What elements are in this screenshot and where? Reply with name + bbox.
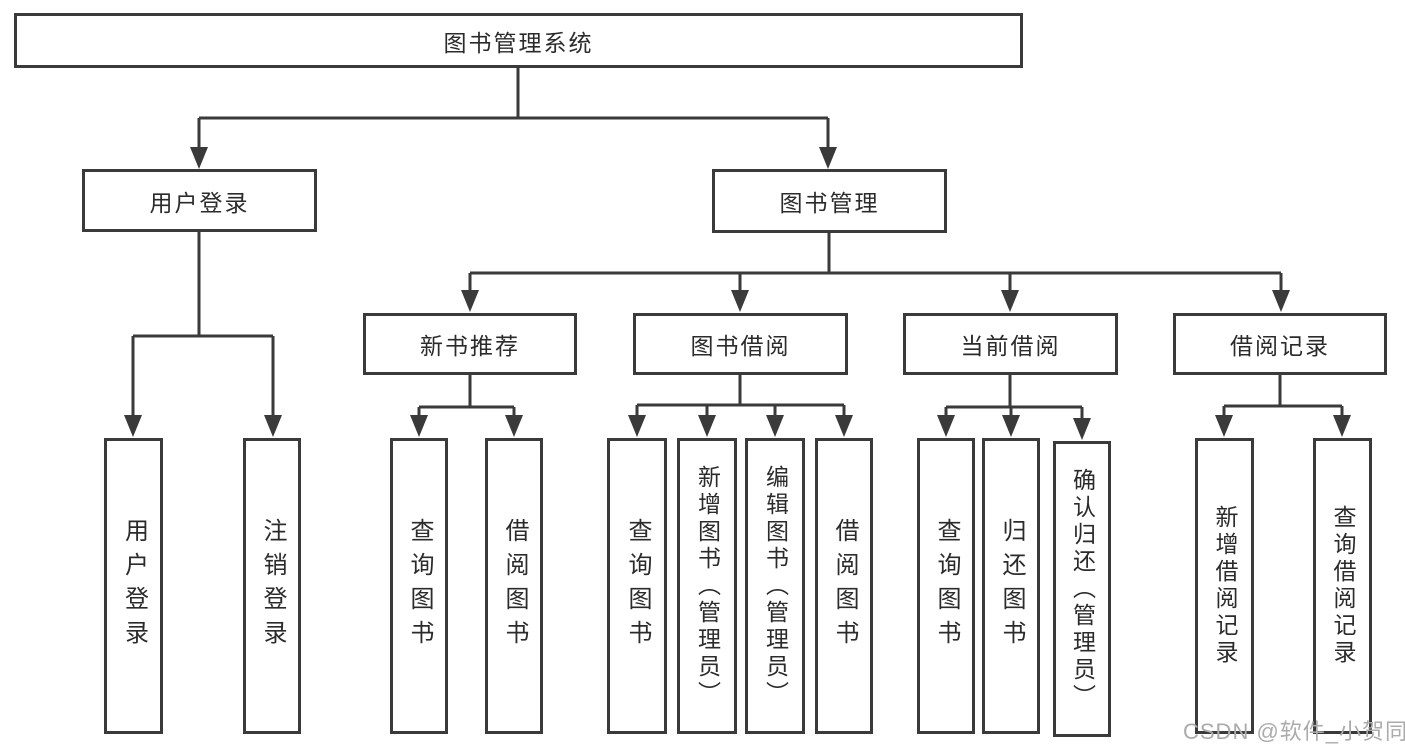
arrow-down-icon xyxy=(1001,290,1019,312)
node-label: 注销登录 xyxy=(259,518,286,654)
node-label: 新增借阅记录 xyxy=(1212,505,1238,667)
arrow-down-icon xyxy=(819,147,837,169)
arrow-down-icon xyxy=(461,290,479,312)
arrow-down-icon xyxy=(264,415,282,437)
connector-userlogin-to-leaves xyxy=(124,232,282,437)
node-label: 借阅记录 xyxy=(1230,333,1330,359)
arrow-down-icon xyxy=(410,415,428,437)
arrow-down-icon xyxy=(698,415,716,437)
connector-newbook-to-leaves xyxy=(410,375,523,437)
leaf-query-books-current: 查询图书 xyxy=(917,438,975,734)
node-label: 图书管理 xyxy=(779,190,880,216)
leaf-return-books: 归还图书 xyxy=(982,438,1040,734)
node-label: 当前借阅 xyxy=(960,333,1061,359)
node-label: 图书管理系统 xyxy=(443,29,594,56)
node-label: 新书推荐 xyxy=(420,333,520,359)
connector-borrowing-to-leaves xyxy=(628,375,853,437)
arrow-down-icon xyxy=(937,415,955,437)
node-label: 确认归还（管理员） xyxy=(1069,467,1096,711)
leaf-borrow-books-recommend: 借阅图书 xyxy=(485,438,543,734)
arrow-down-icon xyxy=(1215,415,1233,437)
node-current-borrowing: 当前借阅 xyxy=(903,313,1118,375)
node-label: 用户登录 xyxy=(149,189,250,216)
node-label: 图书借阅 xyxy=(690,333,791,359)
arrow-down-icon xyxy=(1333,415,1351,437)
node-label: 查询图书 xyxy=(624,518,651,654)
connector-records-to-leaves xyxy=(1215,375,1351,437)
leaf-query-books-recommend: 查询图书 xyxy=(390,438,448,734)
node-label: 查询借阅记录 xyxy=(1330,505,1356,667)
arrow-down-icon xyxy=(731,290,749,312)
leaf-add-borrow-record: 新增借阅记录 xyxy=(1195,438,1254,734)
arrow-down-icon xyxy=(1272,290,1290,312)
arrow-down-icon xyxy=(190,147,208,169)
node-new-book-recommend: 新书推荐 xyxy=(363,313,577,375)
node-borrow-records: 借阅记录 xyxy=(1173,313,1387,375)
arrow-down-icon xyxy=(505,415,523,437)
arrow-down-icon xyxy=(1002,415,1020,437)
connector-current-to-leaves xyxy=(937,375,1091,440)
node-library-system: 图书管理系统 xyxy=(14,13,1023,68)
leaf-logout: 注销登录 xyxy=(243,438,301,734)
csdn-watermark: CSDN @软件_小贺同学 xyxy=(1183,719,1405,744)
arrow-down-icon xyxy=(766,415,784,437)
node-label: 编辑图书（管理员） xyxy=(762,464,789,708)
leaf-user-login: 用户登录 xyxy=(104,438,163,734)
leaf-query-borrow-record: 查询借阅记录 xyxy=(1313,438,1372,734)
node-label: 查询图书 xyxy=(406,518,433,654)
node-label: 归还图书 xyxy=(998,518,1025,654)
node-user-login: 用户登录 xyxy=(82,169,317,232)
leaf-add-book-admin: 新增图书（管理员） xyxy=(677,438,737,734)
node-label: 借阅图书 xyxy=(501,518,528,654)
node-book-borrowing: 图书借阅 xyxy=(633,313,848,375)
node-book-management: 图书管理 xyxy=(712,169,947,233)
arrow-down-icon xyxy=(835,415,853,437)
leaf-confirm-return-admin: 确认归还（管理员） xyxy=(1053,441,1111,737)
leaf-borrow-books: 借阅图书 xyxy=(815,438,873,734)
arrow-down-icon xyxy=(628,415,646,437)
connector-bookmgmt-to-level3 xyxy=(461,233,1290,312)
connector-root-to-level2 xyxy=(190,68,837,169)
node-label: 借阅图书 xyxy=(831,518,858,654)
leaf-edit-book-admin: 编辑图书（管理员） xyxy=(745,438,805,734)
node-label: 新增图书（管理员） xyxy=(694,464,721,708)
node-label: 用户登录 xyxy=(120,518,148,654)
leaf-query-books-borrowing: 查询图书 xyxy=(607,438,667,734)
arrow-down-icon xyxy=(124,415,142,437)
arrow-down-icon xyxy=(1073,418,1091,440)
node-label: 查询图书 xyxy=(933,518,960,654)
